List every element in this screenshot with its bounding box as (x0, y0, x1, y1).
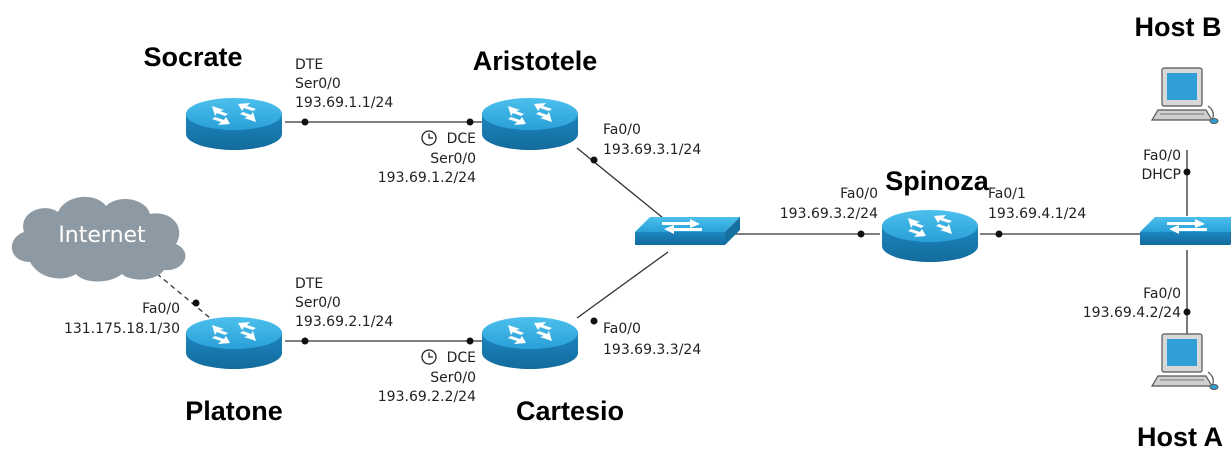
switch-icon (635, 217, 740, 245)
device-name-aristotele: Aristotele (473, 46, 598, 76)
cloud-icon: Internet (11, 196, 186, 282)
device-name-platone: Platone (185, 396, 283, 426)
computer-icon (1151, 333, 1219, 391)
port-dot (857, 230, 865, 238)
iface-ip: 193.69.2.1/24 (295, 314, 393, 330)
iface-ip: 193.69.3.3/24 (603, 342, 701, 358)
internet-label: Internet (58, 223, 146, 248)
iface-name: Fa0/0 (840, 186, 878, 202)
link-cartesio-switch (576, 251, 669, 319)
iface-name: Ser0/0 (295, 295, 341, 311)
iface-name: Fa0/0 (1143, 286, 1181, 302)
device-name-cartesio: Cartesio (516, 396, 624, 426)
device-name-host-a: Host A (1137, 422, 1223, 451)
iface-ip: 193.69.2.2/24 (378, 389, 476, 405)
router-icon (186, 98, 282, 150)
iface-name: Ser0/0 (430, 370, 476, 386)
iface-role: DCE (447, 350, 476, 366)
computer-icon (1151, 67, 1219, 125)
port-dot (301, 118, 309, 126)
device-name-socrate: Socrate (143, 42, 242, 72)
iface-name: Ser0/0 (430, 151, 476, 167)
router-icon (882, 210, 978, 262)
port-dot (466, 337, 474, 345)
iface-ip: 193.69.4.1/24 (988, 206, 1086, 222)
iface-role: DTE (295, 276, 323, 292)
switch-icon (1140, 217, 1231, 245)
port-dot (301, 337, 309, 345)
router-icon (482, 317, 578, 369)
port-dot (1183, 308, 1191, 316)
link-internet-platone (149, 267, 211, 319)
port-dot (1183, 168, 1191, 176)
iface-name: Fa0/0 (603, 321, 641, 337)
iface-name: Fa0/0 (142, 301, 180, 317)
iface-ip: 193.69.4.2/24 (1083, 305, 1181, 321)
device-name-spinoza: Spinoza (885, 166, 989, 196)
iface-name: Fa0/0 (603, 122, 641, 138)
port-dot (995, 230, 1003, 238)
router-icon (186, 317, 282, 369)
port-dot (192, 299, 200, 307)
iface-name: Ser0/0 (295, 76, 341, 92)
router-icon (482, 98, 578, 150)
iface-role: DTE (295, 57, 323, 73)
iface-role: DCE (447, 131, 476, 147)
iface-ip: 193.69.1.2/24 (378, 170, 476, 186)
port-dot (590, 317, 598, 325)
iface-ip: 131.175.18.1/30 (64, 321, 180, 337)
iface-name: Fa0/0 (1143, 148, 1181, 164)
iface-ip: 193.69.3.1/24 (603, 142, 701, 158)
iface-ip: DHCP (1141, 167, 1181, 183)
port-dot (466, 118, 474, 126)
clock-icon (421, 349, 437, 365)
port-dot (590, 156, 598, 164)
iface-ip: 193.69.1.1/24 (295, 95, 393, 111)
device-name-host-b: Host B (1135, 12, 1222, 42)
clock-icon (421, 130, 437, 146)
iface-name: Fa0/1 (988, 186, 1026, 202)
iface-ip: 193.69.3.2/24 (780, 206, 878, 222)
